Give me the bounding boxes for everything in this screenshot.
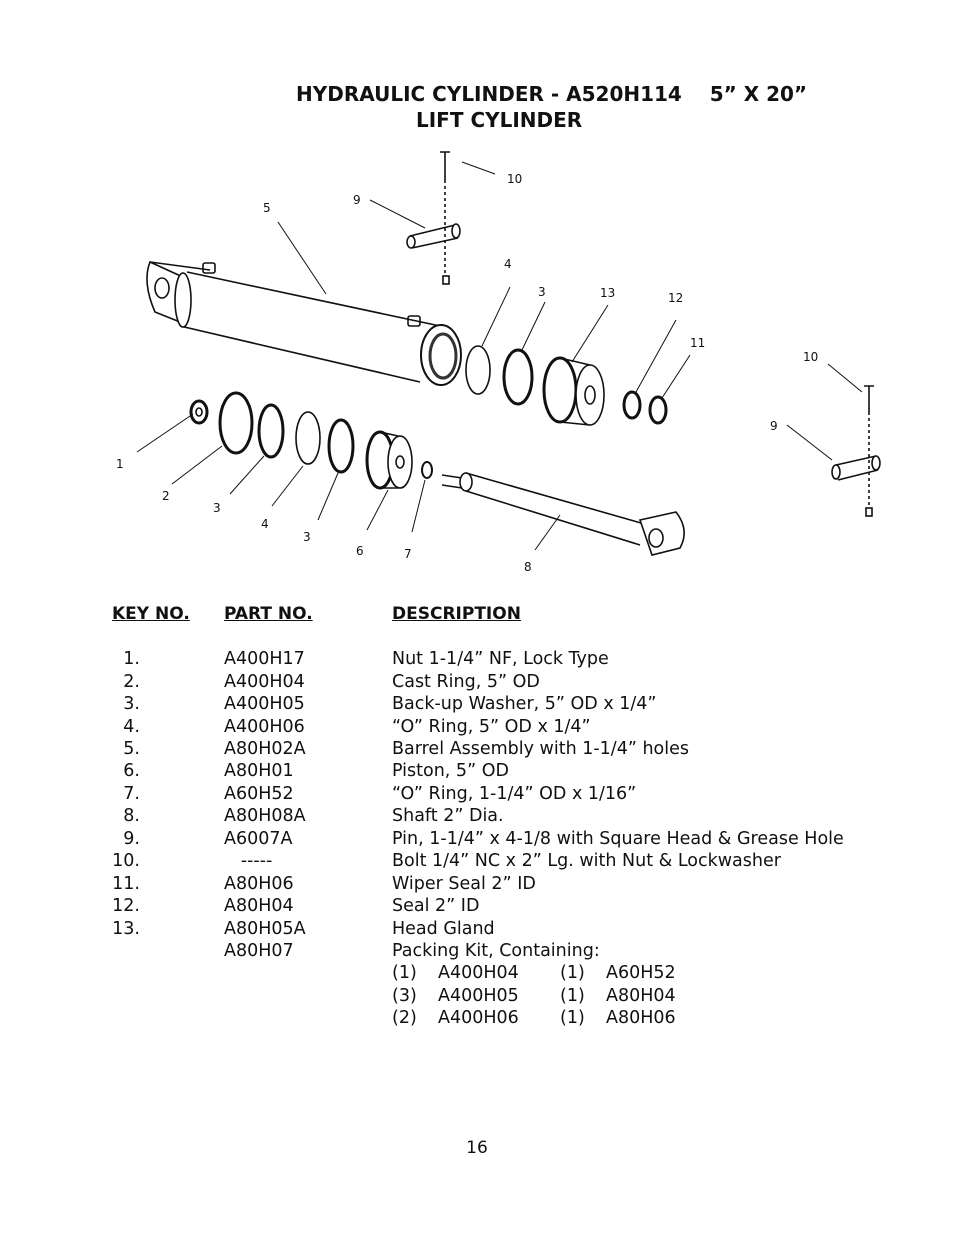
o-ring-7	[421, 461, 433, 479]
wiper-seal-11	[648, 395, 668, 425]
callout-3-lower-b: 3	[303, 530, 311, 544]
backup-washer-upper	[502, 348, 534, 406]
callout-11: 11	[690, 336, 705, 350]
kit-qty: (1)	[560, 963, 585, 983]
page-number: 16	[466, 1138, 488, 1158]
pin-bolt-left-drawing	[406, 151, 461, 285]
kit-part: A400H06	[438, 1008, 519, 1028]
parts-row: 10. -----Bolt 1/4” NC x 2” Lg. with Nut …	[112, 851, 781, 871]
callout-4-upper: 4	[504, 257, 512, 271]
kit-qty: (1)	[560, 986, 585, 1006]
page-subtitle: LIFT CYLINDER	[416, 108, 583, 132]
header-key-no: KEY NO.	[112, 604, 190, 624]
kit-qty: (1)	[560, 1008, 585, 1028]
kit-qty: (1)	[392, 963, 417, 983]
callout-3-upper: 3	[538, 285, 546, 299]
callout-8: 8	[524, 560, 532, 574]
kit-part: A400H05	[438, 986, 519, 1006]
callout-12: 12	[668, 291, 683, 305]
kit-part: A80H06	[606, 1008, 676, 1028]
callout-9-right: 9	[770, 419, 778, 433]
shaft-drawing	[441, 472, 685, 556]
callout-13: 13	[600, 286, 615, 300]
parts-row: 7.A60H52“O” Ring, 1-1/4” OD x 1/16”	[123, 784, 637, 804]
kit-qty: (2)	[392, 1008, 417, 1028]
callout-10-right: 10	[803, 350, 818, 364]
header-description: DESCRIPTION	[392, 604, 521, 624]
kit-qty: (3)	[392, 986, 417, 1006]
head-gland-drawing	[542, 356, 605, 426]
pin-bolt-right-drawing	[831, 385, 881, 517]
callout-4-lower: 4	[261, 517, 269, 531]
exploded-parts-diagram: 10 9 5 4 3 13 12 11 10 9 1 2 3 4 3 6 7 8	[116, 151, 881, 574]
backup-washer-lower-a	[257, 403, 285, 459]
parts-row: 4.A400H06“O” Ring, 5” OD x 1/4”	[123, 717, 591, 737]
kit-part: A80H04	[606, 986, 676, 1006]
backup-washer-lower-b	[327, 418, 355, 474]
barrel-assembly-drawing	[146, 260, 462, 386]
callout-5: 5	[263, 201, 271, 215]
page-title: HYDRAULIC CYLINDER - A520H114 5” X 20”	[296, 82, 808, 106]
callout-10-left: 10	[507, 172, 522, 186]
cast-ring-2	[218, 391, 254, 455]
callout-2: 2	[162, 489, 170, 503]
kit-part: A400H04	[438, 963, 519, 983]
o-ring-lower	[295, 411, 321, 465]
callout-6: 6	[356, 544, 364, 558]
nut-1-drawing	[189, 399, 209, 425]
o-ring-upper	[465, 345, 491, 395]
header-part-no: PART NO.	[224, 604, 313, 624]
callout-7: 7	[404, 547, 412, 561]
callout-1: 1	[116, 457, 124, 471]
callout-3-lower-a: 3	[213, 501, 221, 515]
piston-drawing	[365, 430, 413, 490]
seal-12	[622, 390, 642, 420]
kit-part: A60H52	[606, 963, 676, 983]
callout-9-left: 9	[353, 193, 361, 207]
